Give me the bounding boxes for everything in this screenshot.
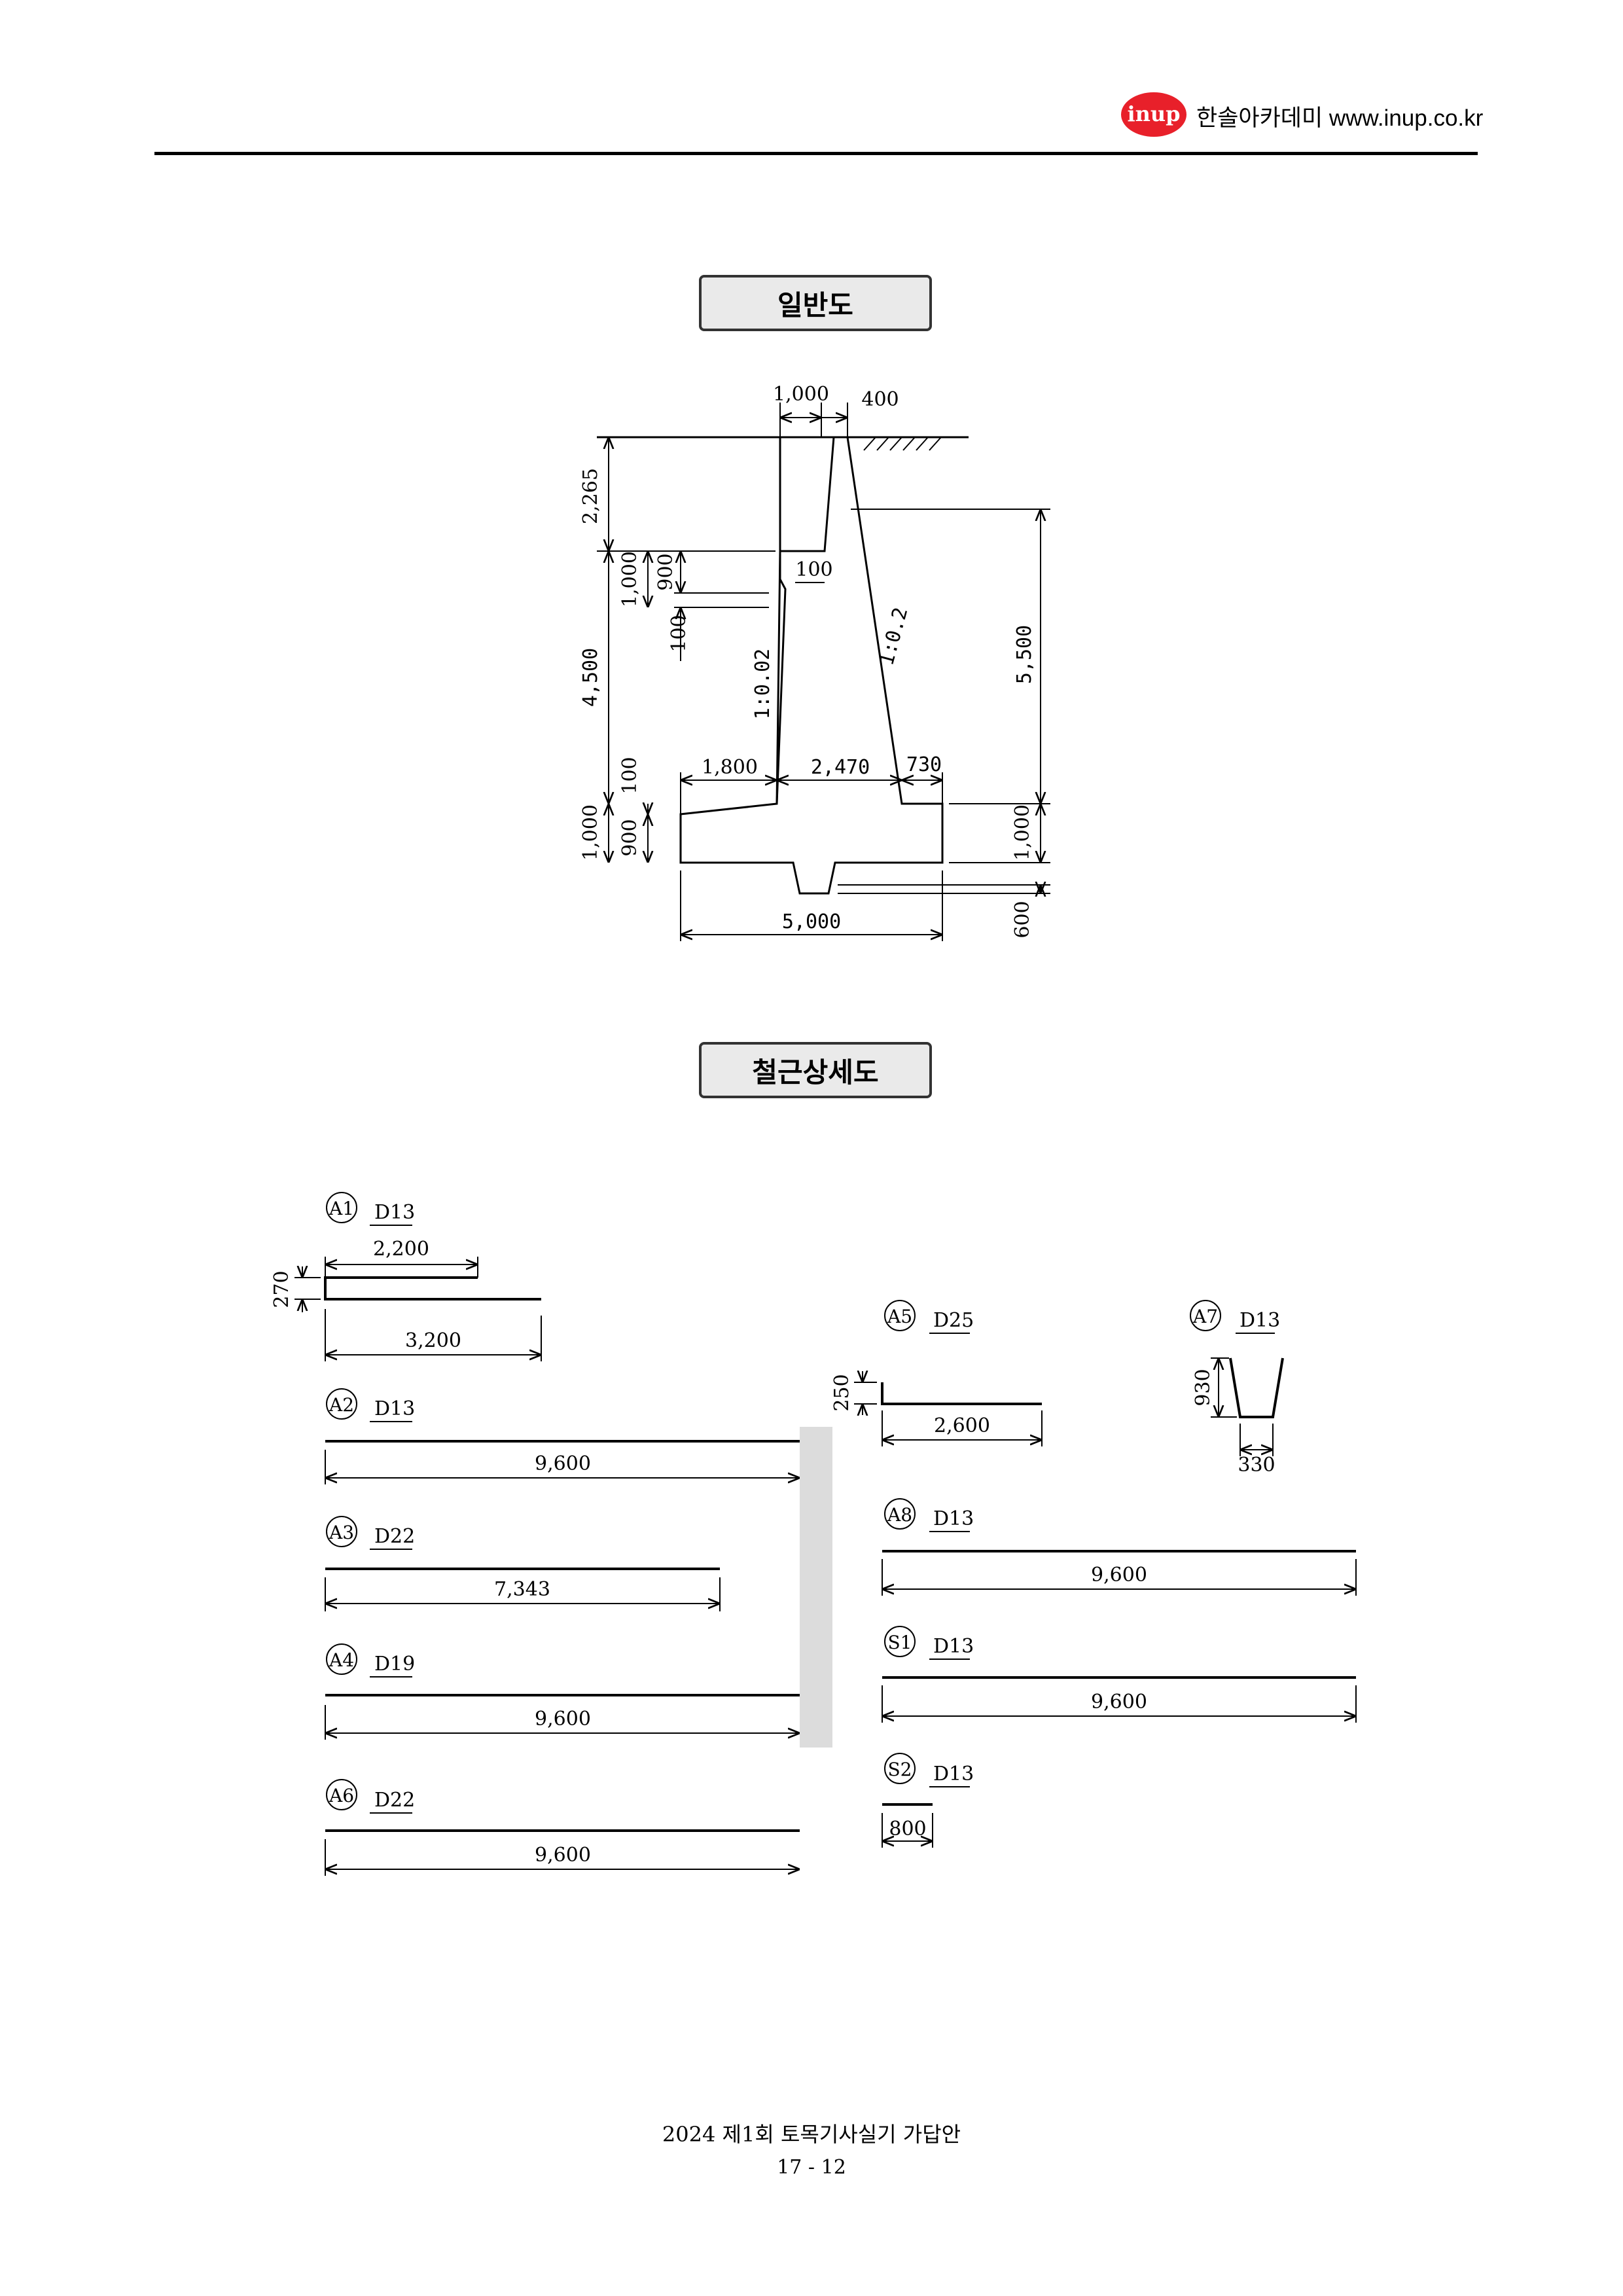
dia-A3: D22 bbox=[374, 1525, 415, 1548]
mark-A8: A8 bbox=[887, 1504, 912, 1526]
dia-A8: D13 bbox=[933, 1507, 974, 1530]
dim-base-5000: 5,000 bbox=[782, 910, 841, 933]
dim-1000b: 1,000 bbox=[579, 804, 602, 861]
dim-4500: 4,500 bbox=[579, 648, 602, 707]
general-drawing-title: 일반도 bbox=[699, 275, 932, 331]
slope-front: 1:0.02 bbox=[751, 649, 774, 719]
len-S2: 800 bbox=[889, 1818, 926, 1840]
rebar-detail-drawing: A1 D13 2,200 3,200 270 A2 D13 9,600 A3 D… bbox=[270, 1192, 1357, 1876]
dia-A7: D13 bbox=[1240, 1309, 1280, 1332]
mark-A4: A4 bbox=[329, 1649, 354, 1671]
general-drawing: 1,000 400 2,265 1,000 900 100 100 4,500 … bbox=[579, 383, 1050, 941]
dim-right-100: 100 bbox=[795, 558, 832, 581]
page-number: 17 - 12 bbox=[777, 2156, 846, 2179]
hook-A5: 250 bbox=[830, 1374, 853, 1411]
len-A3: 7,343 bbox=[494, 1578, 550, 1601]
len-A2: 9,600 bbox=[535, 1452, 591, 1475]
len-A4: 9,600 bbox=[535, 1708, 591, 1731]
dim-2265: 2,265 bbox=[579, 468, 602, 524]
dim-heel-730: 730 bbox=[906, 753, 942, 776]
dia-S1: D13 bbox=[933, 1635, 974, 1658]
len-A5: 2,600 bbox=[934, 1414, 990, 1437]
len-A1-lower: 3,200 bbox=[405, 1329, 461, 1352]
mark-A7: A7 bbox=[1192, 1306, 1218, 1327]
dim-top-400: 400 bbox=[861, 388, 899, 411]
mark-S1: S1 bbox=[888, 1632, 912, 1653]
dim-900a: 900 bbox=[654, 553, 677, 590]
footer-title: 2024 제1회 토목기사실기 가답안 bbox=[662, 2122, 961, 2147]
len-A6: 9,600 bbox=[535, 1844, 591, 1867]
logo-text: inup bbox=[1127, 101, 1180, 126]
len-A8: 9,600 bbox=[1091, 1564, 1147, 1587]
dim-right-1000: 1,000 bbox=[1011, 804, 1034, 861]
dia-A5: D25 bbox=[933, 1309, 974, 1332]
dia-A6: D22 bbox=[374, 1789, 415, 1812]
dim-stem-2470: 2,470 bbox=[811, 756, 870, 779]
dia-A4: D19 bbox=[374, 1653, 415, 1676]
dia-S2: D13 bbox=[933, 1763, 974, 1785]
height-A7: 930 bbox=[1192, 1369, 1215, 1406]
hook-A1: 270 bbox=[270, 1270, 293, 1308]
dim-5500: 5,500 bbox=[1013, 625, 1036, 684]
header-site-text: 한솔아카데미 www.inup.co.kr bbox=[1196, 105, 1484, 131]
dia-A2: D13 bbox=[374, 1397, 415, 1420]
dim-top-width: 1,000 bbox=[773, 383, 829, 406]
mark-S2: S2 bbox=[888, 1759, 912, 1780]
mark-A5: A5 bbox=[887, 1306, 912, 1327]
inup-logo: inup bbox=[1121, 92, 1186, 137]
rebar-detail-title: 철근상세도 bbox=[699, 1042, 932, 1098]
len-S1: 9,600 bbox=[1091, 1691, 1147, 1713]
header-divider bbox=[154, 152, 1478, 155]
dim-1000a: 1,000 bbox=[618, 551, 641, 607]
mark-A3: A3 bbox=[329, 1522, 354, 1543]
dim-900b: 900 bbox=[618, 819, 641, 856]
dim-key-600: 600 bbox=[1011, 901, 1034, 938]
len-A1-upper: 2,200 bbox=[373, 1238, 429, 1261]
mark-A6: A6 bbox=[329, 1785, 354, 1806]
dim-toe-1800: 1,800 bbox=[702, 756, 758, 779]
mark-A1: A1 bbox=[329, 1198, 354, 1219]
mark-A2: A2 bbox=[329, 1394, 354, 1416]
dim-100b: 100 bbox=[618, 757, 641, 794]
width-A7: 330 bbox=[1238, 1454, 1275, 1477]
dim-100a: 100 bbox=[668, 615, 690, 652]
dia-A1: D13 bbox=[374, 1201, 415, 1224]
